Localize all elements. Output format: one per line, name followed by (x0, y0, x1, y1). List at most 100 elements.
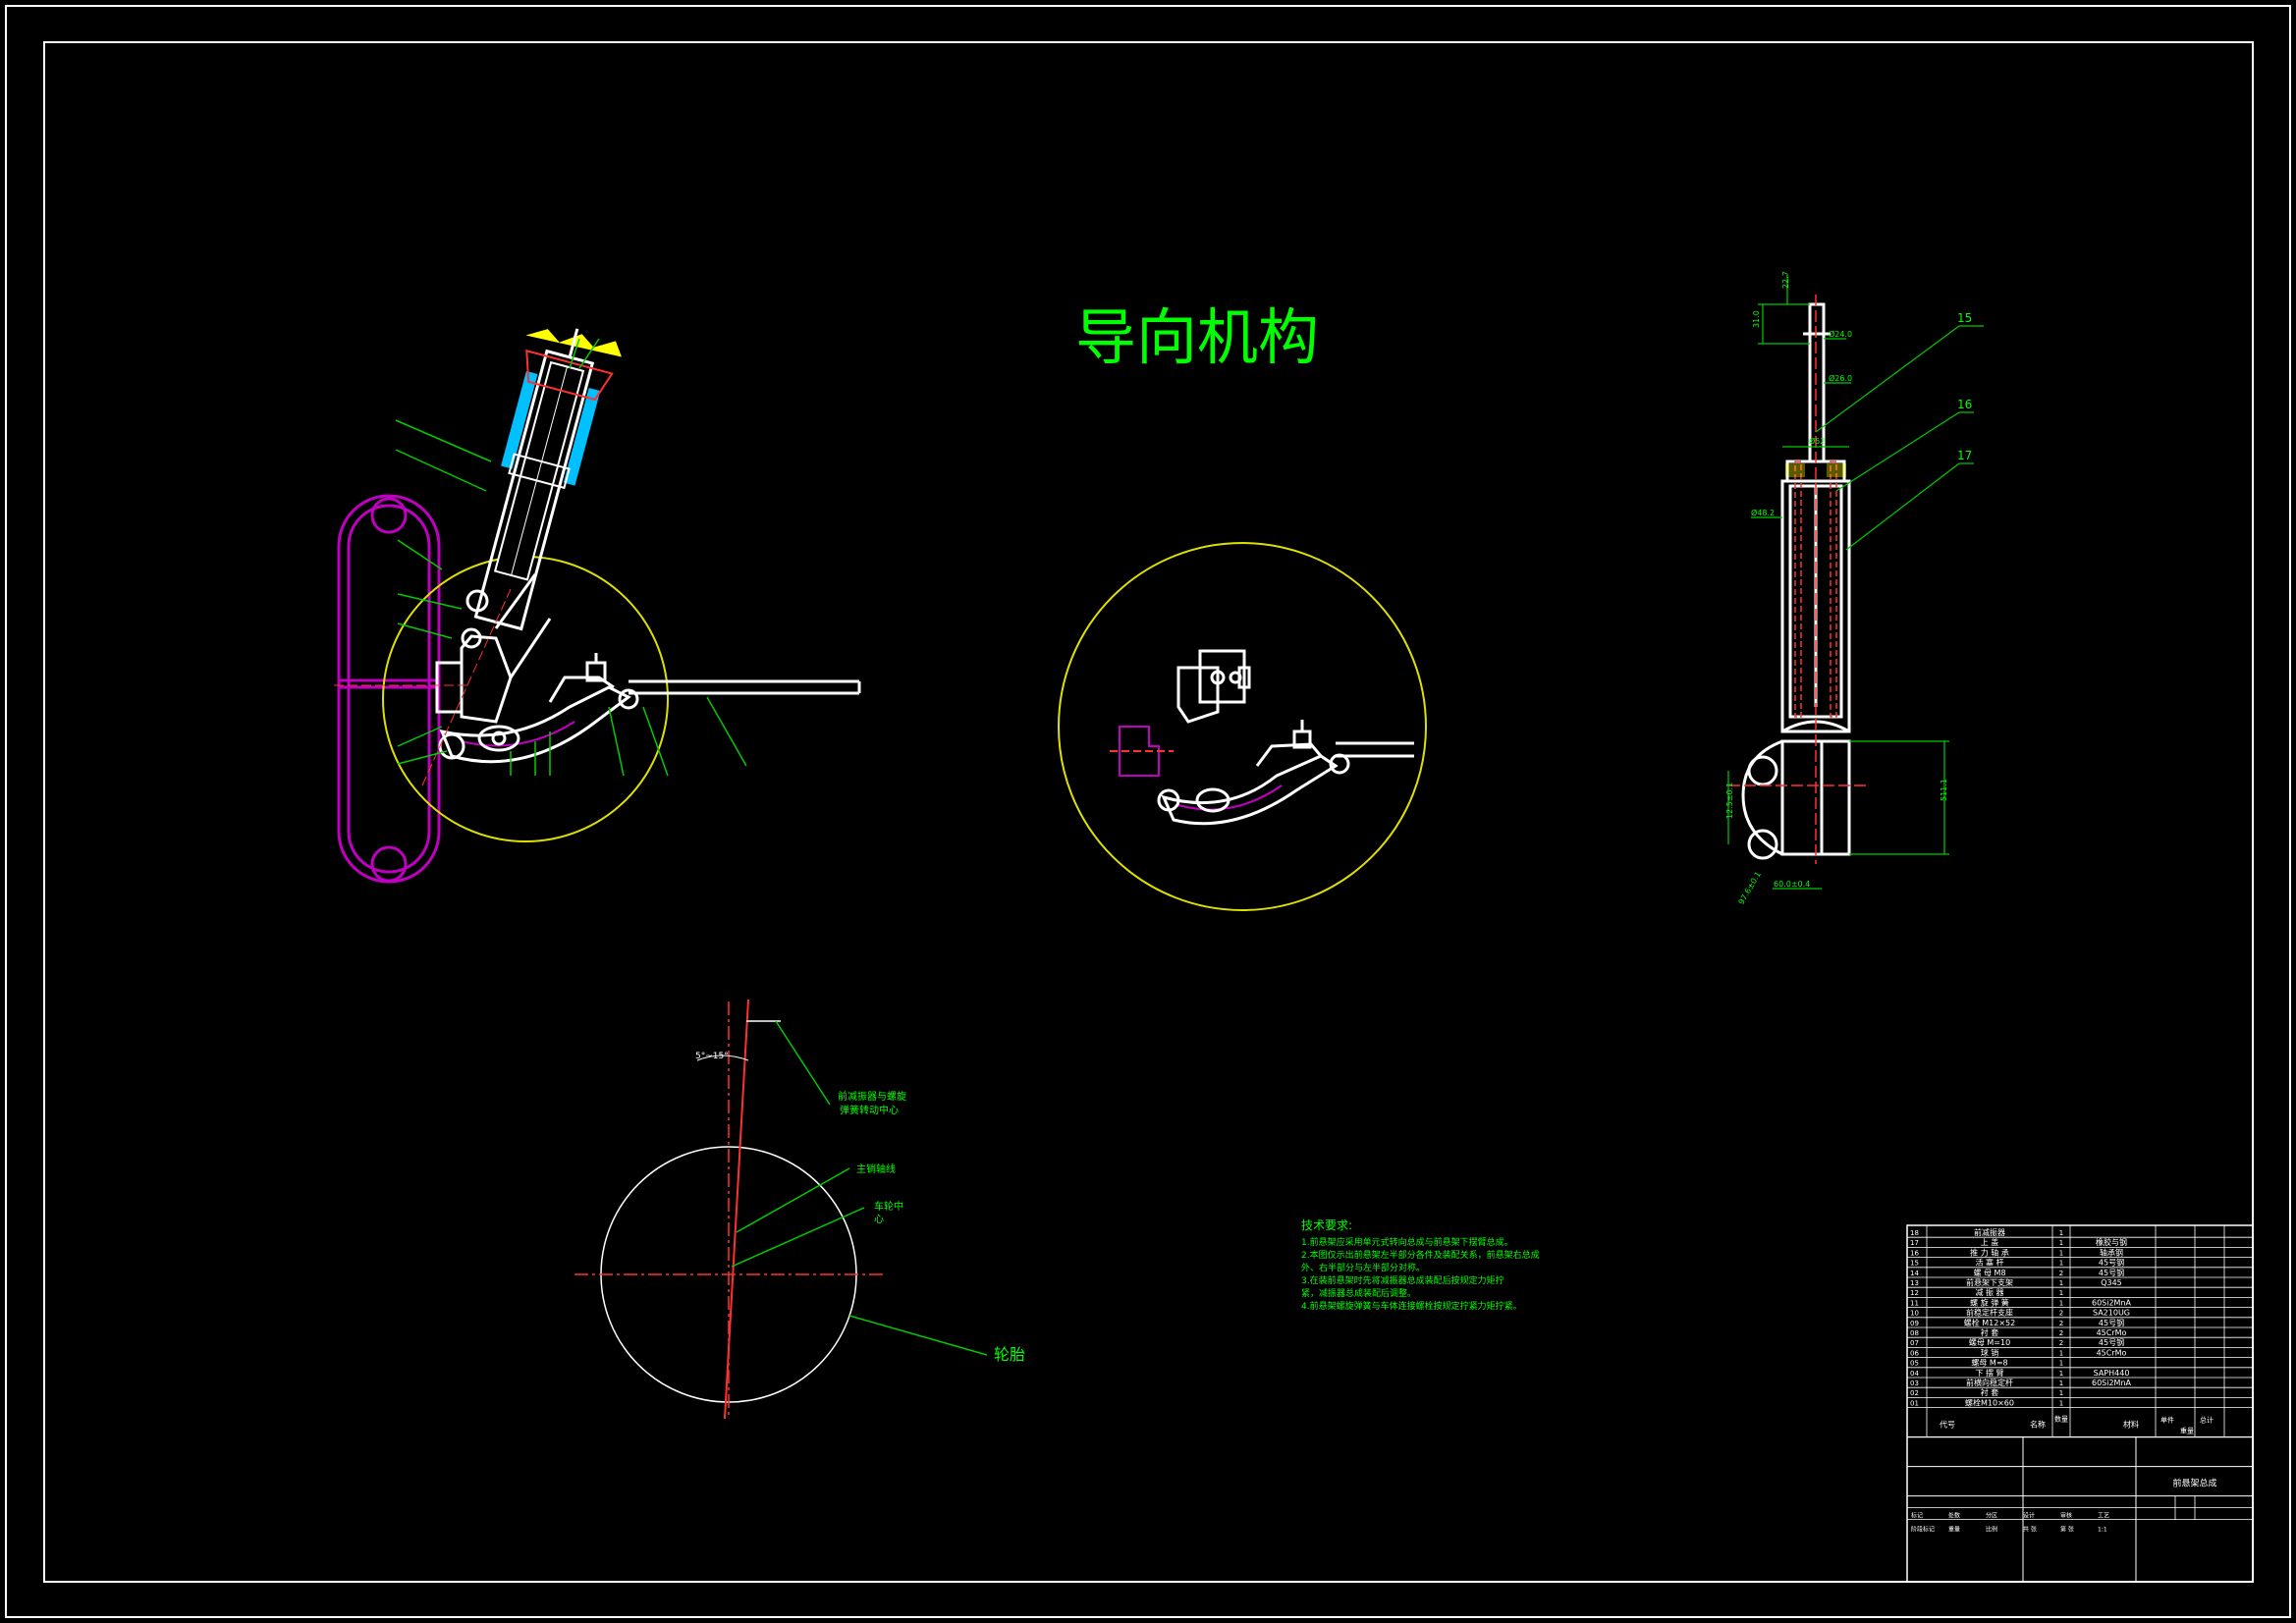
bom-header-material: 材料 (2123, 1420, 2139, 1430)
bom-row-no: 02 (1910, 1389, 1919, 1397)
bom-row-no: 16 (1910, 1249, 1919, 1257)
tire-label: 轮胎 (994, 1345, 1025, 1364)
bom-row-qty: 1 (2059, 1289, 2063, 1297)
bom-row-name: 前悬架下支架 (1966, 1277, 2013, 1287)
bom-row-material: 45号钢 (2099, 1268, 2124, 1277)
right-dim-d8: 511.1 (1940, 779, 1948, 801)
kingpin-axis-label: 主销轴线 (856, 1163, 896, 1175)
bom-row-qty: 1 (2059, 1260, 2063, 1268)
title-block-field: 审核 (2060, 1512, 2072, 1520)
lower-control-arm (438, 653, 639, 764)
bom-row-qty: 1 (2059, 1349, 2063, 1357)
bom-row-qty: 2 (2059, 1339, 2063, 1347)
bom-row-name: 减 振 器 (1975, 1287, 2003, 1297)
kingpin-angle-label: 5°~15° (695, 1052, 729, 1061)
bom-row-material: 45CrMo (2097, 1348, 2127, 1357)
bom-row-material: 45号钢 (2099, 1337, 2124, 1347)
bom-row-no: 04 (1910, 1370, 1919, 1378)
left-center-lines (334, 588, 512, 786)
bom-row-no: 15 (1910, 1260, 1919, 1268)
tech-line-3: 外、右半部分与左半部分对称。 (1301, 1262, 1425, 1273)
drawing-name: 前悬架总成 (2172, 1478, 2216, 1489)
middle-lower-arm (1157, 720, 1414, 826)
right-dim-d3: Ø52 (1809, 436, 1825, 446)
bom-row-name: 上 盖 (1981, 1237, 1999, 1247)
bom-row-qty: 1 (2059, 1229, 2063, 1237)
bom-row-no: 12 (1910, 1289, 1919, 1297)
inner-frame (43, 41, 2254, 1583)
bom-row-name: 前横向稳定杆 (1966, 1378, 2013, 1387)
title-block-field: 比例 (1986, 1526, 1997, 1534)
bom-row-qty: 1 (2059, 1279, 2063, 1287)
right-dim-d7: 22.7 (1781, 271, 1790, 289)
middle-wheel-circle (1058, 542, 1427, 911)
kingpin-upper-note-1: 前减振器与螺旋 (838, 1090, 906, 1103)
title-block-field: 分区 (1986, 1512, 1997, 1520)
tech-line-4: 3.在装前悬架时先将减振器总成装配后按规定力矩拧 (1301, 1274, 1504, 1286)
bom-row-material: 橡胶与钢 (2096, 1237, 2127, 1247)
bom-row-name: 下 摆 臂 (1975, 1368, 2003, 1378)
bom-row-name: 前稳定杆支座 (1966, 1308, 2013, 1318)
bom-row-name: 螺母 M=10 (1969, 1337, 2010, 1347)
steering-knuckle (435, 573, 552, 724)
bom-row-qty: 2 (2059, 1329, 2063, 1337)
tire-section-outline (337, 494, 441, 884)
wheel-center-label-2: 心 (874, 1214, 884, 1225)
left-leader-lines (395, 338, 747, 777)
tech-requirements: 技术要求: 1.前悬架应采用单元式转向总成与前悬架下摆臂总成。 2.本图仅示出前… (1301, 1218, 1540, 1312)
bom-row-no: 11 (1910, 1299, 1919, 1307)
outer-frame (5, 5, 2291, 1618)
bom-row-material: 45号钢 (2099, 1258, 2124, 1268)
title-block-field: 共 张 (2023, 1526, 2037, 1534)
bom-header-no: 代号 (1940, 1420, 1955, 1430)
right-strut-section: 15 16 17 Ø24.0 Ø26.0 Ø52 Ø48.2 60.0±0.4 … (1725, 271, 1984, 906)
bom-row-no: 17 (1910, 1239, 1919, 1247)
bom-header-single: 单件 (2160, 1416, 2174, 1425)
bom-row-no: 01 (1910, 1399, 1919, 1407)
bom-row-name: 推 力 轴 承 (1970, 1247, 2009, 1257)
bom-header-total: 总计 (2200, 1416, 2214, 1425)
bom-row-qty: 1 (2059, 1299, 2063, 1307)
bom-row-material: 60Si2MnA (2092, 1379, 2132, 1387)
bom-row-qty: 1 (2059, 1380, 2063, 1387)
title-block-field: 1:1 (2098, 1527, 2107, 1534)
bom-row-qty: 2 (2059, 1270, 2063, 1277)
bom-row-name: 衬 套 (1981, 1327, 1999, 1337)
bom-row-name: 活 塞 杆 (1975, 1258, 2003, 1268)
middle-hub-outline (1110, 726, 1174, 777)
title-block-field: 第 张 (2060, 1526, 2074, 1534)
bom-row-name: 螺栓M10×60 (1965, 1397, 2014, 1407)
middle-knuckle (1176, 649, 1251, 724)
wheel-center-label-1: 车轮中 (874, 1200, 903, 1213)
bom-row-no: 10 (1910, 1310, 1919, 1318)
bom-header-name: 名称 (2030, 1420, 2046, 1430)
tech-line-6: 4.前悬架螺旋弹簧与车体连接螺栓按规定拧紧力矩拧紧。 (1301, 1300, 1522, 1312)
bom-row-material: 60Si2MnA (2092, 1298, 2132, 1307)
bom-row-qty: 1 (2059, 1389, 2063, 1397)
bom-row-no: 18 (1910, 1229, 1919, 1237)
bom-row-no: 05 (1910, 1360, 1919, 1368)
bom-row-qty: 1 (2059, 1360, 2063, 1368)
right-dim-d4: Ø48.2 (1751, 508, 1775, 517)
kingpin-diagram: 5°~15° 前减振器与螺旋 弹簧转动中心 主销轴线 车轮中 心 轮胎 (574, 999, 1025, 1420)
bom-row-no: 07 (1910, 1339, 1919, 1347)
title-block-field: 工艺 (2098, 1512, 2109, 1520)
right-dim-d9: 12.5±0.1 (1725, 783, 1734, 819)
bom-row-qty: 1 (2059, 1239, 2063, 1247)
title-block-field: 处数 (1948, 1512, 1960, 1520)
bom-row-material: 45CrMo (2097, 1328, 2127, 1337)
right-dim-d5: 60.0±0.4 (1774, 880, 1810, 889)
kingpin-upper-note-2: 弹簧转动中心 (840, 1104, 899, 1116)
right-callout-17: 17 (1957, 449, 1972, 462)
bom-row-no: 13 (1910, 1279, 1919, 1287)
bom-row-no: 14 (1910, 1270, 1919, 1277)
tech-heading: 技术要求: (1301, 1218, 1352, 1232)
title-block-field: 阶段标记 (1911, 1526, 1935, 1534)
bom-row-material: SA210UG (2093, 1309, 2130, 1318)
title-block-field: 标记 (1911, 1512, 1923, 1520)
right-callout-16: 16 (1957, 398, 1972, 411)
bom-row-qty: 1 (2059, 1249, 2063, 1257)
right-dim-d10: 97.6±0.1 (1737, 870, 1763, 906)
